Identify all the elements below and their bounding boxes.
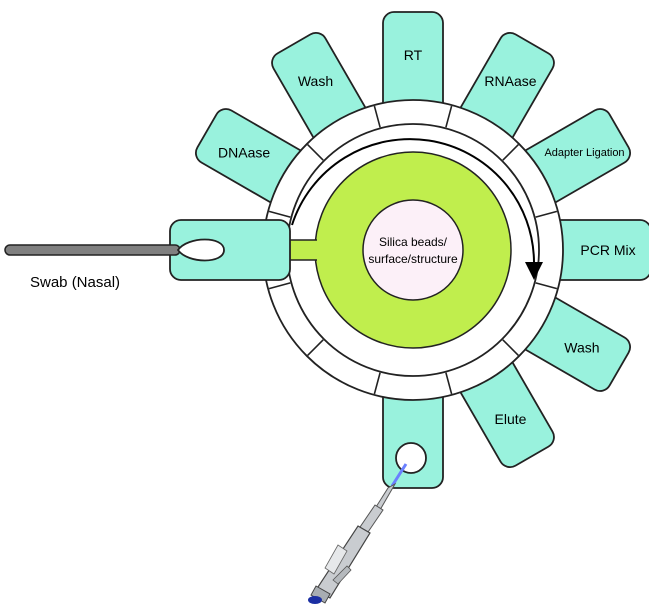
pipette-icon xyxy=(308,443,426,604)
chamber-label-wash-top: Wash xyxy=(298,73,333,89)
chamber-label-rnaase: RNAase xyxy=(484,73,536,89)
silica-center xyxy=(363,200,463,300)
chamber-label-wash-right: Wash xyxy=(564,340,599,356)
chamber-label-elute: Elute xyxy=(495,411,527,427)
chamber-label-rt: RT xyxy=(404,47,423,63)
chamber-label-adapter-ligation: Adapter Ligation xyxy=(544,147,624,159)
center-label-line1: Silica beads/ xyxy=(379,235,448,249)
swab-label: Swab (Nasal) xyxy=(30,274,120,291)
chamber-label-dnaase: DNAase xyxy=(218,145,270,161)
center-label-line2: surface/structure xyxy=(368,252,458,266)
swab-icon xyxy=(5,240,224,261)
chamber-label-pcr-mix: PCR Mix xyxy=(580,242,635,258)
